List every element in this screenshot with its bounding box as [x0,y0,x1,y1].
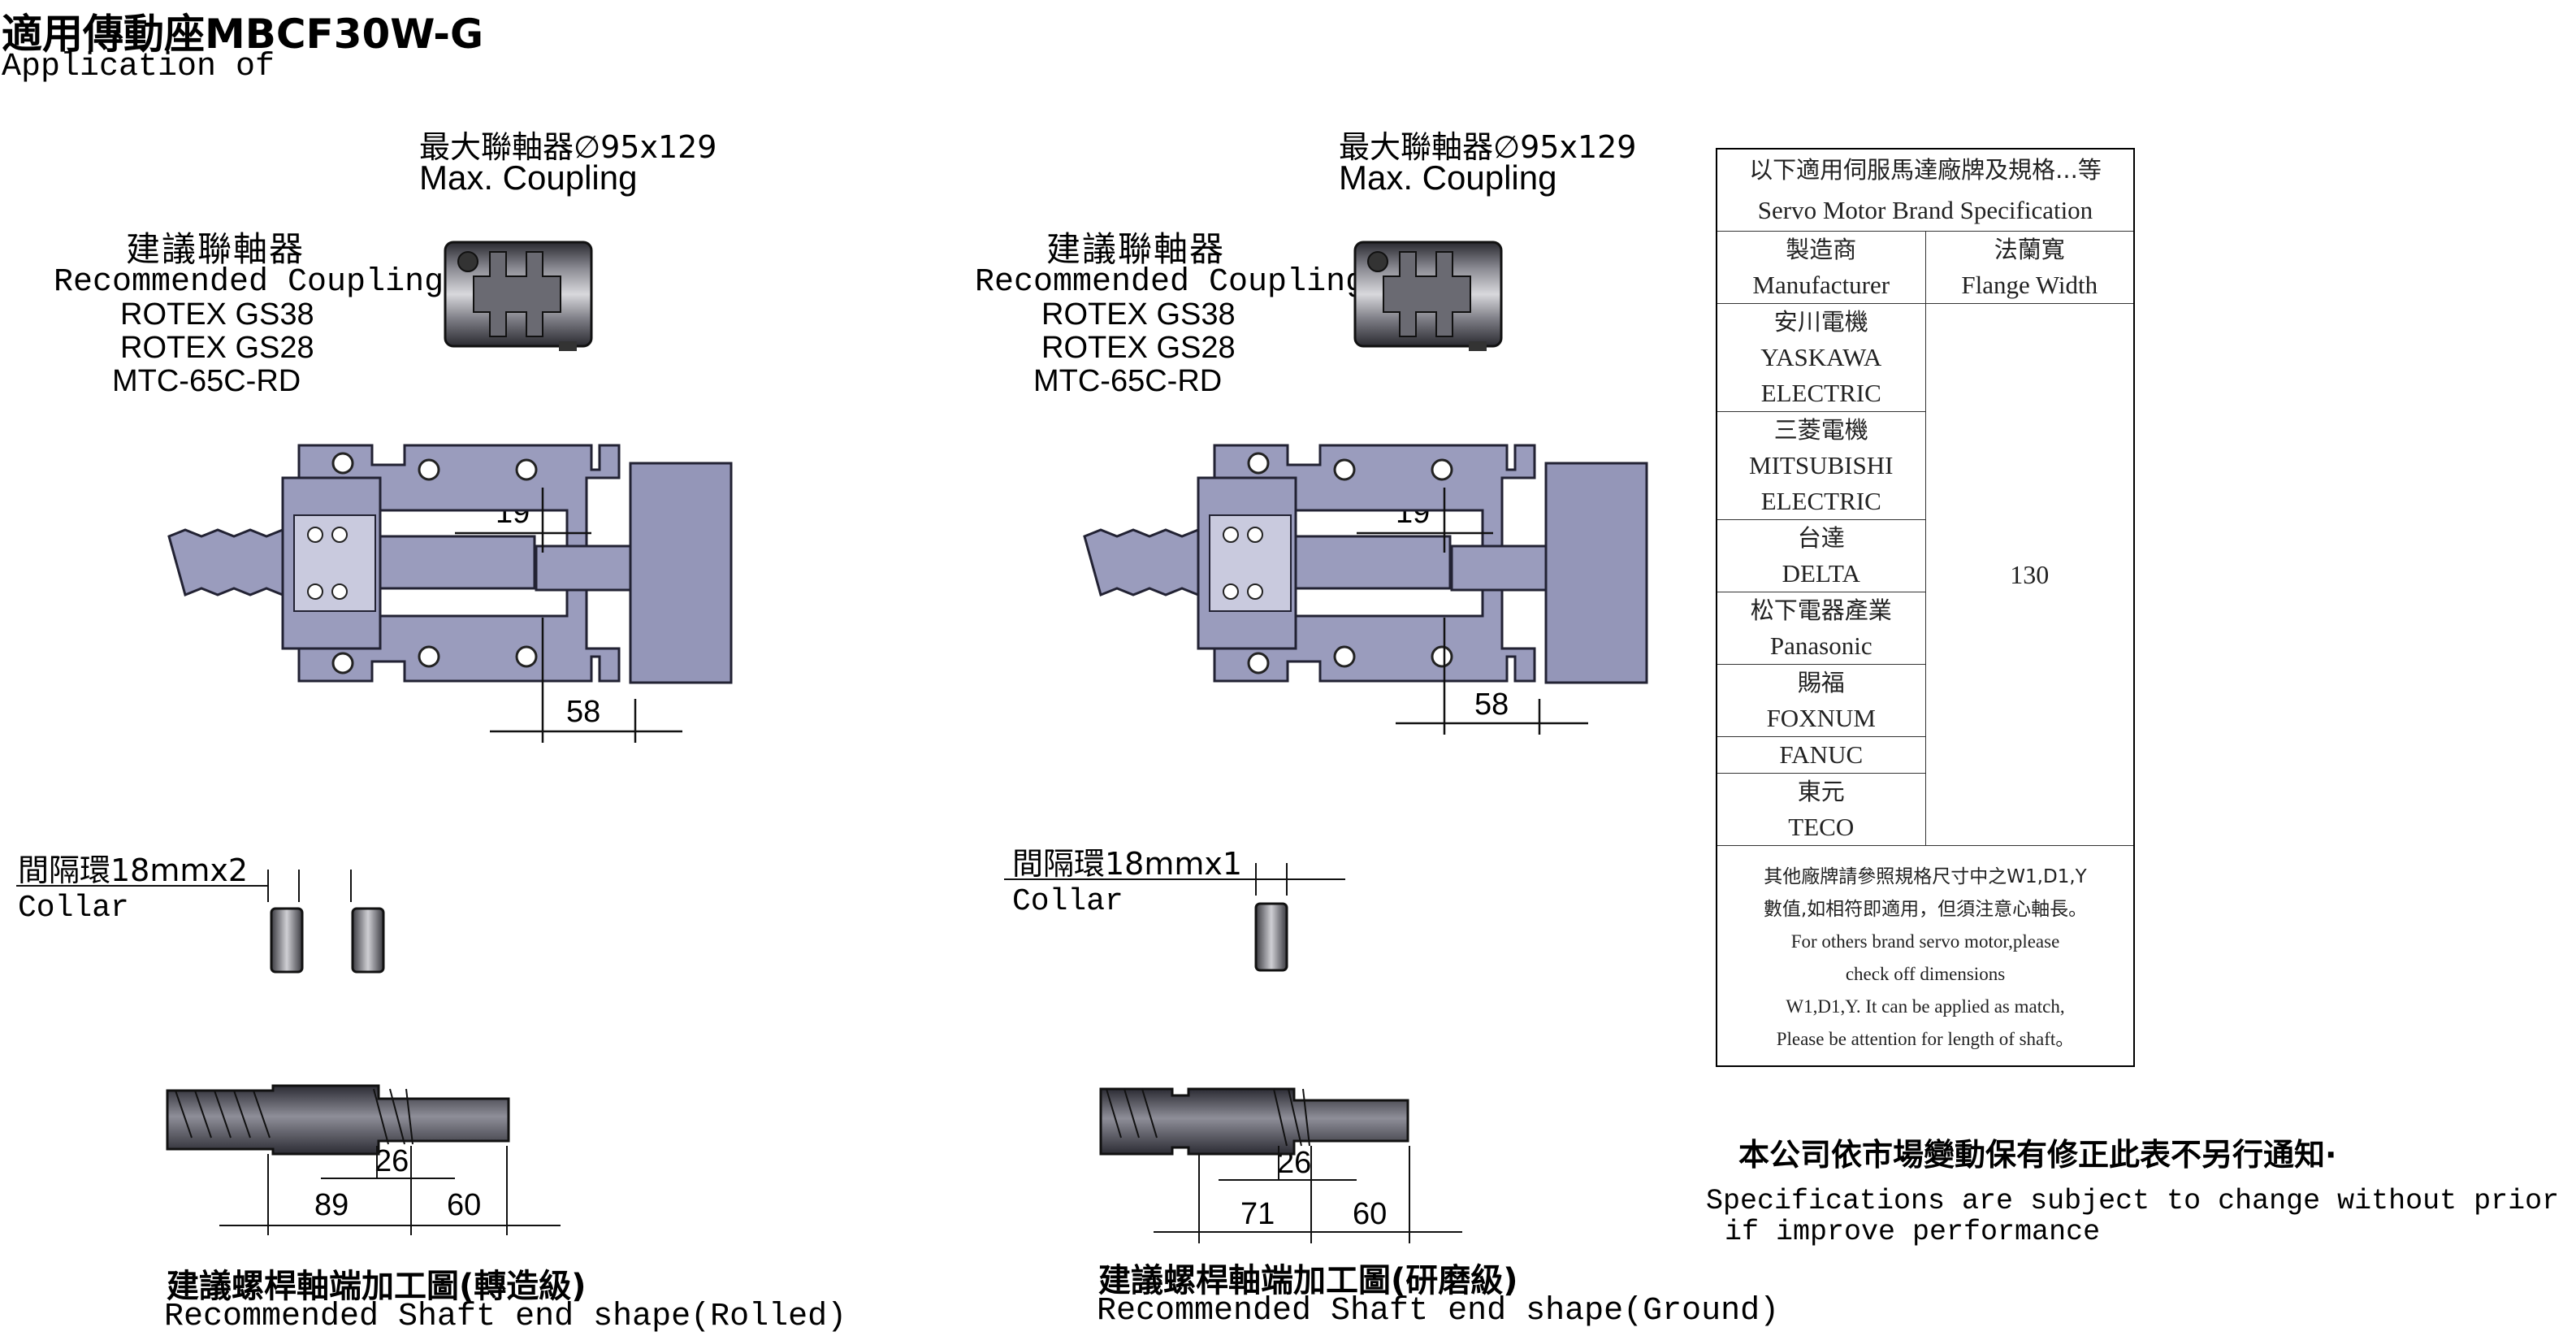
left-shaft-dim-26: 26 [374,1144,409,1178]
table-note: 其他廠牌請參照規格尺寸中之W1,D1,Y 數值,如相符即適用，但須注意心軸長。 … [1716,845,2135,1067]
left-coupling-item: ROTEX GS38 [120,297,314,332]
col-manufacturer-en: Manufacturer [1752,271,1890,299]
notice-en: if improve performance [1725,1216,2101,1248]
right-dim-58: 58 [1474,688,1509,722]
left-shaft-end [166,1084,561,1235]
right-coupling-item: ROTEX GS38 [1041,297,1236,332]
left-collar-zh: 間隔環18mmx2 [18,852,249,888]
left-dimension-lines [455,488,682,743]
col-flange-width: 法蘭寬 Flange Width [1924,231,2135,304]
right-collar-en: Collar [1012,884,1123,919]
right-max-coupling-zh: 最大聯軸器∅95x129 [1339,129,1637,165]
page-subtitle: Application of [2,49,275,85]
servo-motor-spec-table: 以下適用伺服馬達廠牌及規格...等 Servo Motor Brand Spec… [1716,148,2135,1067]
brand-zh: 三菱電機 [1773,416,1868,444]
note-en: check off dimensions [1845,964,2006,984]
left-recommended-coupling-zh: 建議聯軸器 [126,229,305,269]
left-recommended-coupling-en: Recommended Coupling [54,264,444,301]
brand-en: ELECTRIC [1760,379,1881,407]
left-coupling-item: ROTEX GS28 [120,331,314,365]
right-coupling-item: MTC-65C-RD [1033,364,1223,398]
table-title-en: Servo Motor Brand Specification [1757,196,2093,224]
brand-en: YASKAWA [1760,343,1882,371]
left-collars [16,870,385,974]
note-en: Please be attention for length of shaft。 [1776,1029,2075,1049]
left-shaft-dim-89: 89 [314,1188,349,1222]
brand-en: MITSUBISHI [1749,451,1894,479]
right-collar-zh: 間隔環18mmx1 [1012,846,1243,882]
brand-en: FOXNUM [1766,704,1876,732]
brand-en: Panasonic [1769,631,1872,660]
brand-zh: 賜福 [1797,669,1845,696]
left-dim-58: 58 [566,695,601,729]
table-row: 松下電器產業 Panasonic [1716,592,1926,665]
note-zh: 數值,如相符即適用，但須注意心軸長。 [1763,899,2088,920]
left-coupling-item: MTC-65C-RD [112,364,301,398]
col-flange-zh: 法蘭寬 [1994,236,2065,263]
brand-zh: 東元 [1797,778,1845,805]
left-shaft-dim-60: 60 [447,1188,482,1222]
right-shaft-dim-71: 71 [1240,1197,1275,1231]
right-collar [1004,863,1345,972]
note-en: For others brand servo motor,please [1790,931,2060,952]
right-shaft-end [1099,1087,1462,1243]
table-row: 賜福 FOXNUM [1716,664,1926,737]
notice-en: Specifications are subject to change wit… [1706,1185,2576,1217]
table-header: 以下適用伺服馬達廠牌及規格...等 Servo Motor Brand Spec… [1716,148,2135,232]
brand-en: FANUC [1779,740,1864,769]
brand-zh: 安川電機 [1773,308,1868,336]
brand-zh: 松下電器產業 [1750,596,1892,624]
table-title-zh: 以下適用伺服馬達廠牌及規格...等 [1749,156,2102,184]
right-recommended-coupling-zh: 建議聯軸器 [1046,229,1226,269]
col-manufacturer-zh: 製造商 [1786,236,1857,263]
brand-zh: 台達 [1797,524,1845,552]
table-row: 安川電機 YASKAWA ELECTRIC [1716,303,1926,412]
note-zh: 其他廠牌請參照規格尺寸中之W1,D1,Y [1764,866,2087,887]
col-manufacturer: 製造商 Manufacturer [1716,231,1926,304]
note-en: W1,D1,Y. It can be applied as match, [1786,996,2065,1017]
table-row: FANUC [1716,736,1926,774]
flange-width-value: 130 [1924,303,2135,846]
table-row: 東元 TECO [1716,773,1926,846]
right-shaft-dim-60: 60 [1353,1197,1388,1231]
right-coupling-item: ROTEX GS28 [1041,331,1236,365]
left-max-coupling-en: Max. Coupling [419,158,638,197]
left-shaft-caption-zh: 建議螺桿軸端加工圖(轉造級) [167,1268,587,1305]
left-shaft-caption-en: Recommended Shaft end shape(Rolled) [164,1299,847,1335]
brand-en: TECO [1788,813,1855,841]
notice-zh: 本公司依市場變動保有修正此表不另行通知· [1738,1137,2337,1173]
right-recommended-coupling-en: Recommended Coupling [975,264,1366,301]
right-shaft-caption-en: Recommended Shaft end shape(Ground) [1097,1293,1780,1329]
right-max-coupling-en: Max. Coupling [1339,158,1557,197]
table-row: 三菱電機 MITSUBISHI ELECTRIC [1716,411,1926,520]
page-title: 適用傳動座MBCF30W-G [2,11,483,58]
left-collar-en: Collar [18,891,129,926]
right-shaft-caption-zh: 建議螺桿軸端加工圖(研磨級) [1098,1262,1518,1299]
col-flange-en: Flange Width [1961,271,2098,299]
right-dimension-lines [1357,488,1588,735]
brand-en: ELECTRIC [1760,487,1881,515]
brand-en: DELTA [1782,559,1860,588]
table-row: 台達 DELTA [1716,519,1926,592]
left-max-coupling-zh: 最大聯軸器∅95x129 [419,129,717,165]
